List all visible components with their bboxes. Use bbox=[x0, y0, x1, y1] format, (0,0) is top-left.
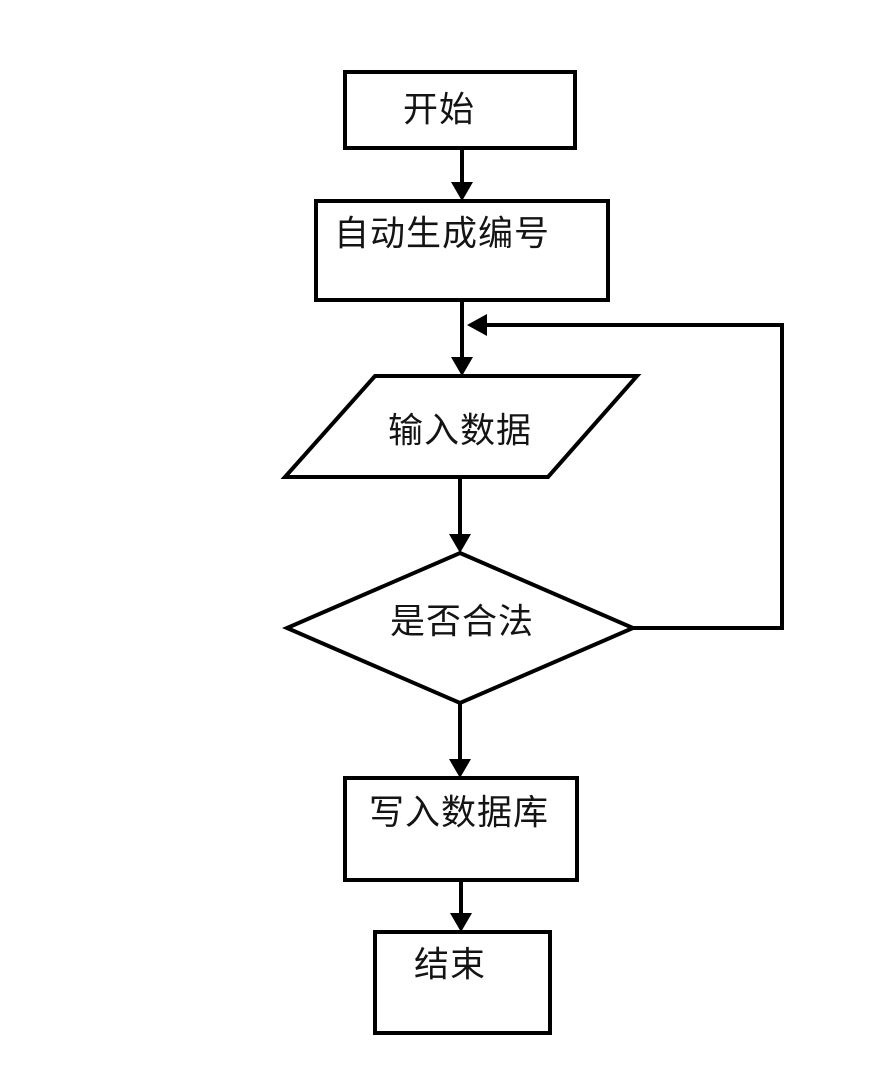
input-data-node-label: 输入数据 bbox=[387, 411, 533, 451]
start-node-label: 开始 bbox=[402, 90, 476, 130]
arrow-down-icon bbox=[451, 182, 473, 201]
auto-generate-number-node-shape bbox=[314, 199, 610, 302]
end-node-label: 结束 bbox=[413, 945, 487, 985]
start-node-shape bbox=[343, 70, 577, 150]
arrow-down-icon bbox=[449, 759, 471, 778]
arrow-left-icon bbox=[467, 314, 487, 336]
arrow-down-icon bbox=[449, 534, 471, 553]
write-to-database-node-label: 写入数据库 bbox=[368, 793, 550, 833]
edge-line-segment bbox=[486, 323, 784, 630]
edge-input-data-to-is-valid bbox=[449, 477, 471, 553]
edge-auto-generate-number-to-input-data bbox=[451, 300, 473, 376]
input-data-node-shape bbox=[280, 374, 642, 479]
arrow-down-icon bbox=[450, 913, 472, 932]
arrow-down-icon bbox=[451, 357, 473, 376]
edge-is-valid-to-write-to-database bbox=[449, 703, 471, 778]
auto-generate-number-node-label: 自动生成编号 bbox=[333, 214, 551, 254]
end-node-shape bbox=[373, 930, 552, 1035]
edge-write-to-database-to-end bbox=[450, 880, 472, 932]
is-valid-decision-label: 是否合法 bbox=[389, 602, 535, 642]
edge-start-to-auto-generate-number bbox=[451, 148, 473, 201]
edge-loop-is-valid-back-to-input bbox=[467, 314, 784, 630]
